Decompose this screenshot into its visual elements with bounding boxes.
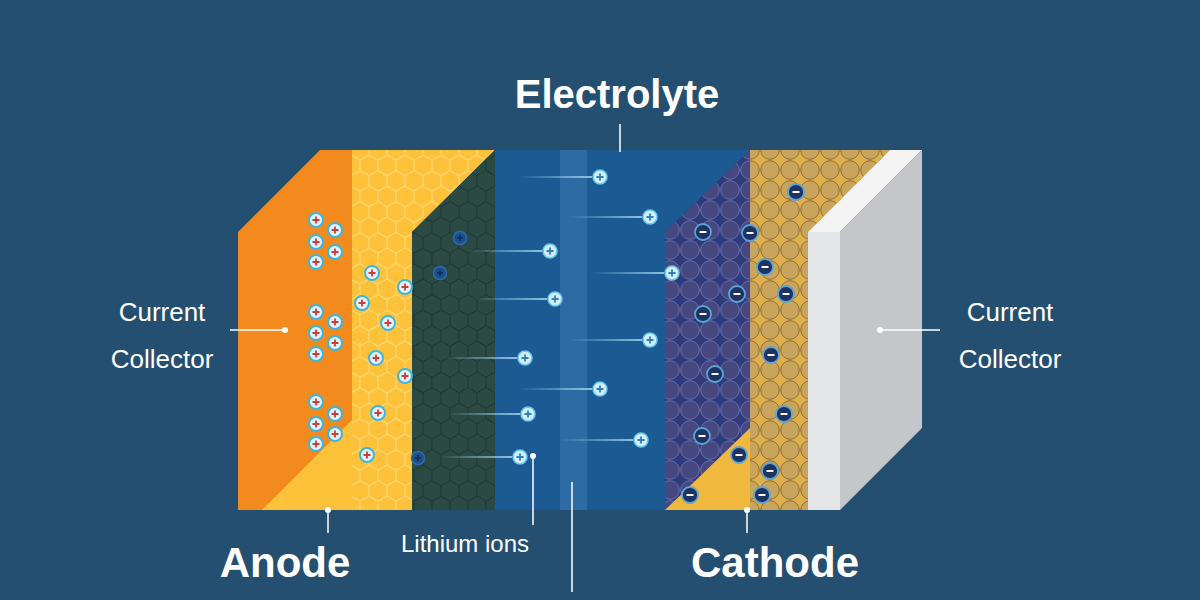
part-label: Current Collector xyxy=(935,289,1085,383)
cathode-interface xyxy=(665,150,750,510)
anode-ions xyxy=(309,213,467,465)
cathode-collector xyxy=(808,232,840,510)
part-label: Current Collector xyxy=(87,289,237,383)
part-label: Lithium ions xyxy=(401,530,529,559)
cathode-ions xyxy=(682,184,804,503)
anode-side xyxy=(262,420,352,510)
separator xyxy=(560,150,587,510)
part-label: Anode xyxy=(220,538,351,588)
title-label: Electrolyte xyxy=(515,70,720,118)
cathode-interface-particles xyxy=(665,150,750,510)
cathode-side xyxy=(665,428,750,510)
leader-lines xyxy=(230,124,940,592)
lithium-ions xyxy=(438,170,679,464)
part-label: Cathode xyxy=(691,538,859,588)
electrolyte xyxy=(495,150,750,510)
